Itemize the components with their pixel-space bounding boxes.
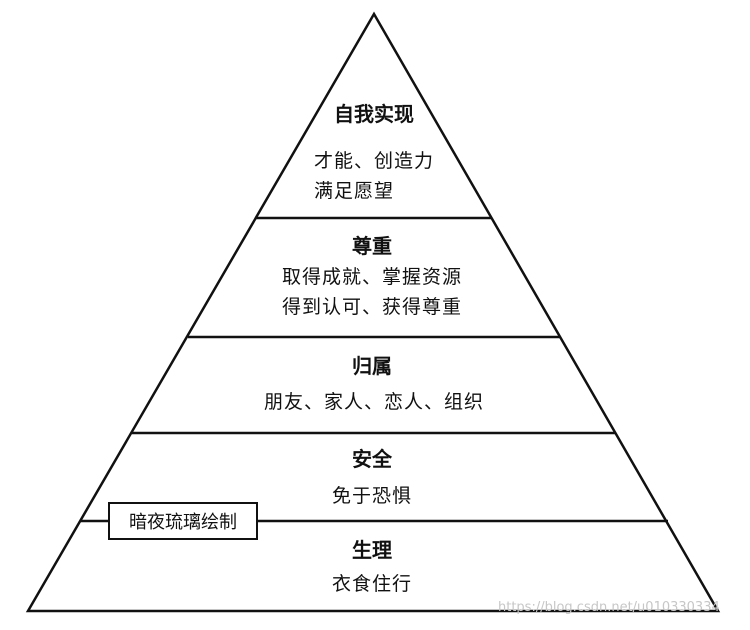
level-5-line-1: 衣食住行 <box>331 573 413 595</box>
level-3-line-1: 朋友、家人、恋人、组织 <box>263 391 485 413</box>
level-3-title: 归属 <box>352 354 392 378</box>
level-5-title: 生理 <box>352 538 392 562</box>
level-1-title: 自我实现 <box>334 102 414 126</box>
level-1-line-1: 才能、创造力 <box>313 150 435 172</box>
level-4-line-1: 免于恐惧 <box>331 485 413 507</box>
level-2-desc: 取得成就、掌握资源 得到认可、获得尊重 <box>282 262 462 322</box>
level-4-title: 安全 <box>352 447 392 471</box>
level-2-title: 尊重 <box>352 234 392 258</box>
level-1-desc: 才能、创造力 满足愿望 <box>314 146 434 206</box>
author-label: 暗夜琉璃绘制 <box>108 502 258 540</box>
level-2-line-2: 得到认可、获得尊重 <box>281 296 463 318</box>
level-2-line-1: 取得成就、掌握资源 <box>281 266 463 288</box>
level-1-line-2: 满足愿望 <box>313 180 395 202</box>
watermark: https://blog.csdn.net/u010330334 <box>498 600 720 615</box>
pyramid-outline <box>25 11 721 613</box>
